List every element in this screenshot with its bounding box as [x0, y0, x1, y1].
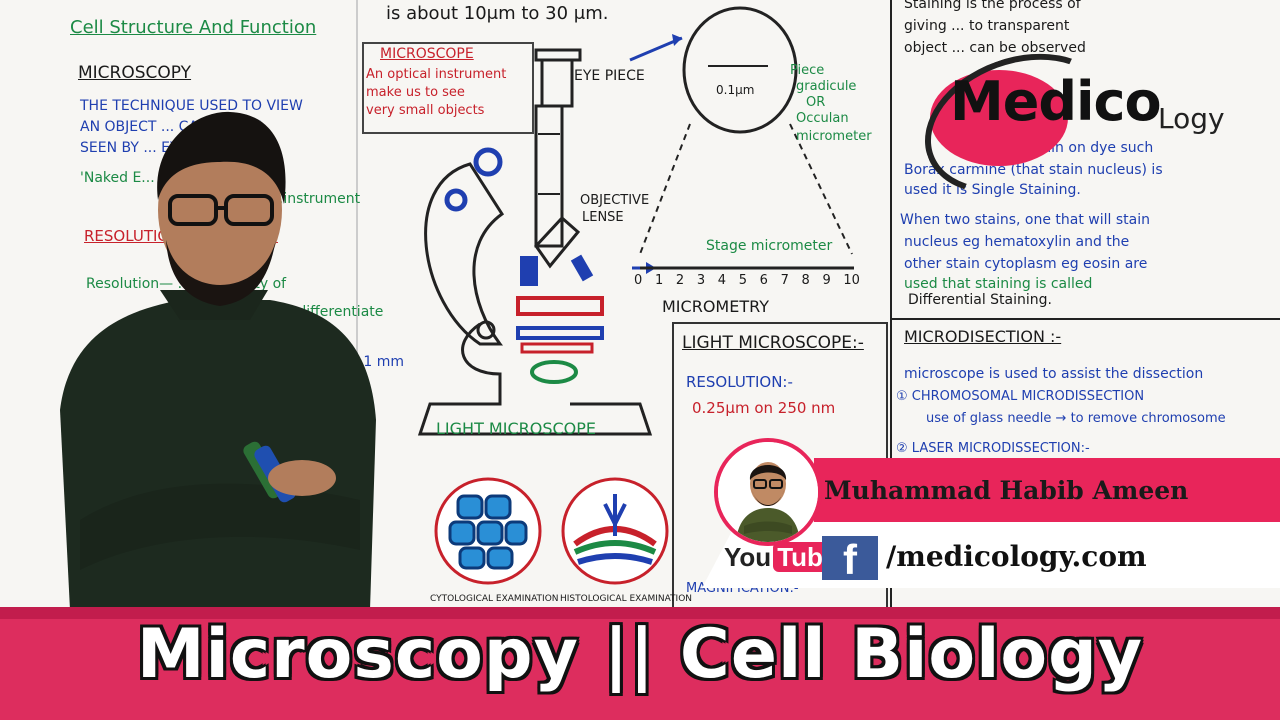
scale-number: 6: [759, 273, 768, 288]
graticule-label-3: OR: [806, 95, 826, 110]
single-staining-3: used it is Single Staining.: [904, 182, 1081, 198]
histology-drawing: [561, 477, 669, 585]
cytology-drawing: [434, 477, 542, 585]
light-microscope-box-title: Light Microscope:-: [682, 333, 864, 353]
microscopy-definition-1: The technique used to view: [80, 98, 303, 114]
light-microscope-label: Light Microscope: [436, 419, 597, 438]
logo-sub-text: Logy: [1158, 102, 1225, 135]
chromosomal-heading: ① Chromosomal Microdissection: [896, 389, 1145, 404]
scale-number: 1: [654, 273, 664, 288]
microscopy-definition-5: ...instrument: [270, 191, 361, 207]
microscopy-heading: Microscopy: [78, 63, 192, 83]
scale-number: 0: [634, 273, 643, 288]
board-divider-right: [890, 0, 892, 607]
reticle-value: 0.1μm: [716, 83, 755, 97]
objective-lense-label-2: Lense: [582, 210, 624, 225]
scale-number: 10: [843, 273, 860, 288]
title-bar: [0, 607, 1280, 720]
staining-text-1: Staining is the process of: [904, 0, 1081, 12]
differential-staining-1: When two stains, one that will stain: [900, 212, 1151, 228]
presenter-figure: [60, 111, 376, 610]
youtube-you: You: [724, 542, 772, 572]
differential-staining-4: used that staining is called: [904, 276, 1093, 292]
microscope-box-text-2: make us to see: [366, 85, 465, 100]
chromosomal-text: use of glass needle → to remove chromoso…: [926, 411, 1226, 426]
graticule-label-2: gradicule: [796, 79, 857, 94]
differential-staining-2: nucleus eg hematoxylin and the: [904, 234, 1130, 250]
cell-structure-heading: Cell Structure And Function: [70, 17, 317, 38]
microdissection-text: microscope is used to assist the dissect…: [904, 366, 1204, 382]
credit-name-band: [814, 458, 1280, 522]
microscope-box-text-1: An optical instrument: [366, 67, 507, 82]
microscope-box-title: Microscope: [380, 46, 474, 62]
differential-staining-3: other stain cytoplasm eg eosin are: [904, 256, 1148, 272]
logo-main-text: Medico: [950, 70, 1162, 133]
scale-number: 8: [801, 273, 810, 288]
microdissection-rule: [892, 318, 1280, 320]
micrometry-heading: Micrometry: [662, 297, 769, 316]
scale-number: 5: [738, 273, 747, 288]
scale-number: 3: [696, 273, 706, 288]
scale-number: 9: [822, 273, 831, 288]
staining-text-3: object ... can be observed: [904, 40, 1086, 56]
histology-label: Histological examination: [560, 594, 693, 604]
website-link[interactable]: /medicology.com: [886, 540, 1147, 573]
lm-resolution-value: 0.25μm on 250 nm: [692, 399, 836, 417]
avatar: [714, 438, 822, 546]
whiteboard-background: is about 10μm to 30 μm. Cell Structure A…: [60, 0, 1280, 616]
scale-numbers: 0 1 2 3 4 5 6 7 8 9 10: [634, 273, 860, 289]
eye-piece-label: Eye Piece: [574, 68, 645, 84]
cytology-label: Cytological examination: [430, 594, 559, 604]
stage-micrometer-label: Stage micrometer: [706, 238, 833, 254]
top-note: is about 10μm to 30 μm.: [386, 3, 609, 24]
scale-number: 7: [780, 273, 789, 288]
microdissection-heading: Microdisection :-: [904, 327, 1062, 346]
graticule-label-1: Piece: [790, 63, 825, 78]
presenter-name: Muhammad Habib Ameen: [824, 476, 1189, 505]
avatar-cartoon-icon: [718, 442, 818, 542]
staining-text-2: giving ... to transparent: [904, 18, 1070, 34]
logo-circle: [930, 70, 1068, 166]
differential-staining-5: Differential Staining.: [908, 292, 1052, 308]
medicology-logo: Medico Logy: [905, 29, 1258, 219]
single-staining-2: Borax carmine (that stain nucleus) is: [904, 162, 1163, 178]
microscope-diagram: [417, 48, 653, 436]
scale-number: 4: [717, 273, 727, 288]
board-divider-left: [356, 0, 358, 607]
scale-number: 2: [675, 273, 685, 288]
title-bar-stripe: [0, 607, 1280, 619]
micrometry-diagram: [629, 6, 854, 274]
graticule-label-4: Occulan: [796, 111, 849, 126]
lm-resolution-label: Resolution:-: [686, 373, 793, 391]
video-title: Microscopy || Cell Biology: [136, 615, 1144, 694]
objective-lense-label-1: Objective: [580, 193, 650, 208]
microscope-definition-box: [362, 42, 534, 134]
graticule-label-5: micrometer: [796, 129, 872, 144]
laser-heading: ② Laser Microdissection:-: [896, 441, 1090, 456]
microscope-box-text-3: very small objects: [366, 103, 485, 118]
facebook-icon[interactable]: f: [822, 536, 878, 583]
